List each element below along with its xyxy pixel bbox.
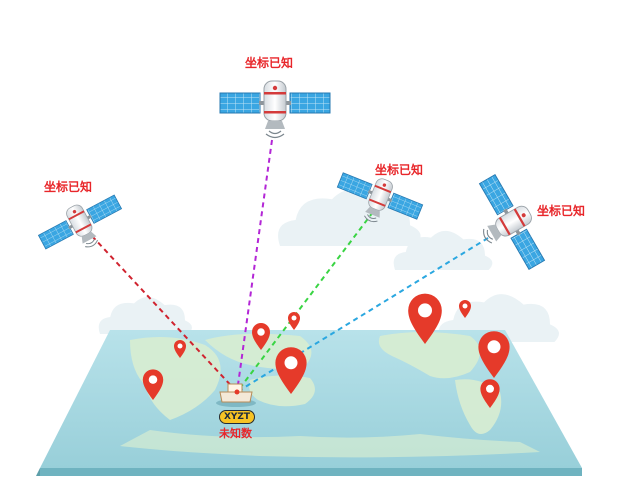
signal-line-top bbox=[236, 139, 273, 393]
satellite-left-label: 坐标已知 bbox=[44, 180, 93, 194]
map-pin bbox=[288, 312, 300, 330]
background-clouds bbox=[98, 189, 559, 342]
satellite-right-label: 坐标已知 bbox=[537, 204, 586, 218]
signal-line-center bbox=[236, 211, 374, 393]
receiver-device-icon bbox=[216, 383, 256, 407]
receiver-caption: 未知数 bbox=[219, 427, 252, 440]
satellite-center-label: 坐标已知 bbox=[375, 163, 424, 177]
satellite-left-icon bbox=[33, 186, 131, 267]
receiver-tag: XYZT bbox=[219, 410, 255, 424]
receiver-tag-bg bbox=[219, 410, 255, 424]
world-map-board bbox=[36, 330, 582, 476]
satellite-top-icon bbox=[219, 80, 331, 139]
satellite-top-label: 坐标已知 bbox=[245, 56, 294, 70]
